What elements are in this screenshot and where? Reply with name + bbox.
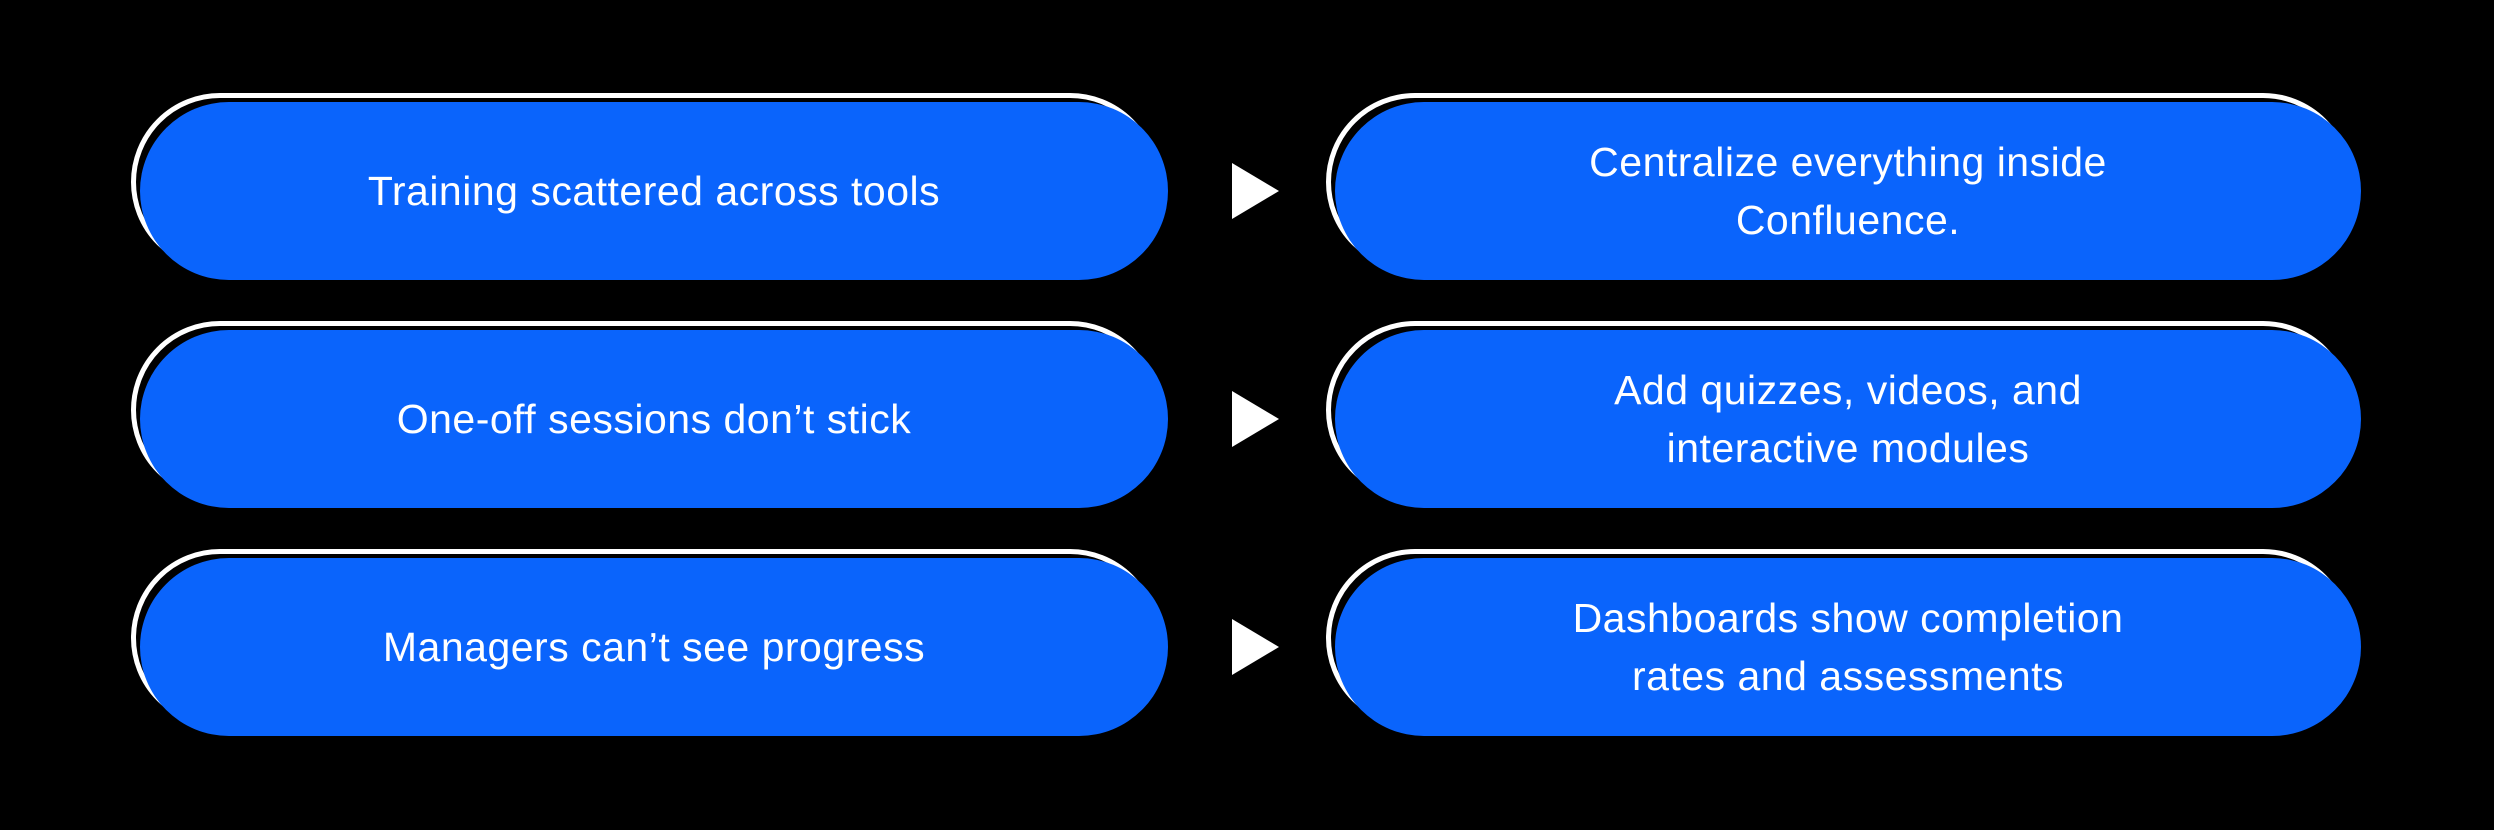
solution-text-3-line-2: rates and assessments xyxy=(1631,653,2065,699)
solution-text-3-line-1: Dashboards show completion xyxy=(1572,594,2124,641)
solution-text-1: Centralize everything inside Confluence. xyxy=(1589,133,2107,249)
solution-text-1-line-2: Confluence. xyxy=(1735,197,1961,243)
solution-pill-3: Dashboards show completion rates and ass… xyxy=(1326,549,2361,736)
solution-text-2-line-2: interactive modules xyxy=(1666,425,2030,471)
solution-text-1-line-1: Centralize everything inside xyxy=(1589,138,2107,185)
flow-row-1: Training scattered across tools Centrali… xyxy=(131,93,2494,280)
right-arrow-icon xyxy=(1232,391,1279,447)
problem-pill-1: Training scattered across tools xyxy=(131,93,1168,280)
solution-pill-2: Add quizzes, videos, and interactive mod… xyxy=(1326,321,2361,508)
flow-row-2: One-off sessions don’t stick Add quizzes… xyxy=(131,321,2494,508)
solution-text-2-line-1: Add quizzes, videos, and xyxy=(1614,366,2082,413)
right-arrow-icon xyxy=(1232,163,1279,219)
solution-pill-1: Centralize everything inside Confluence. xyxy=(1326,93,2361,280)
problem-pill-2: One-off sessions don’t stick xyxy=(131,321,1168,508)
solution-text-3: Dashboards show completion rates and ass… xyxy=(1573,589,2124,705)
problem-text-1: Training scattered across tools xyxy=(367,167,941,214)
problem-pill-3: Managers can’t see progress xyxy=(131,549,1168,736)
solution-text-2: Add quizzes, videos, and interactive mod… xyxy=(1614,361,2082,477)
flow-row-3: Managers can’t see progress Dashboards s… xyxy=(131,549,2494,736)
problem-text-2: One-off sessions don’t stick xyxy=(396,395,912,442)
right-arrow-icon xyxy=(1232,619,1279,675)
problem-text-3: Managers can’t see progress xyxy=(382,623,926,670)
